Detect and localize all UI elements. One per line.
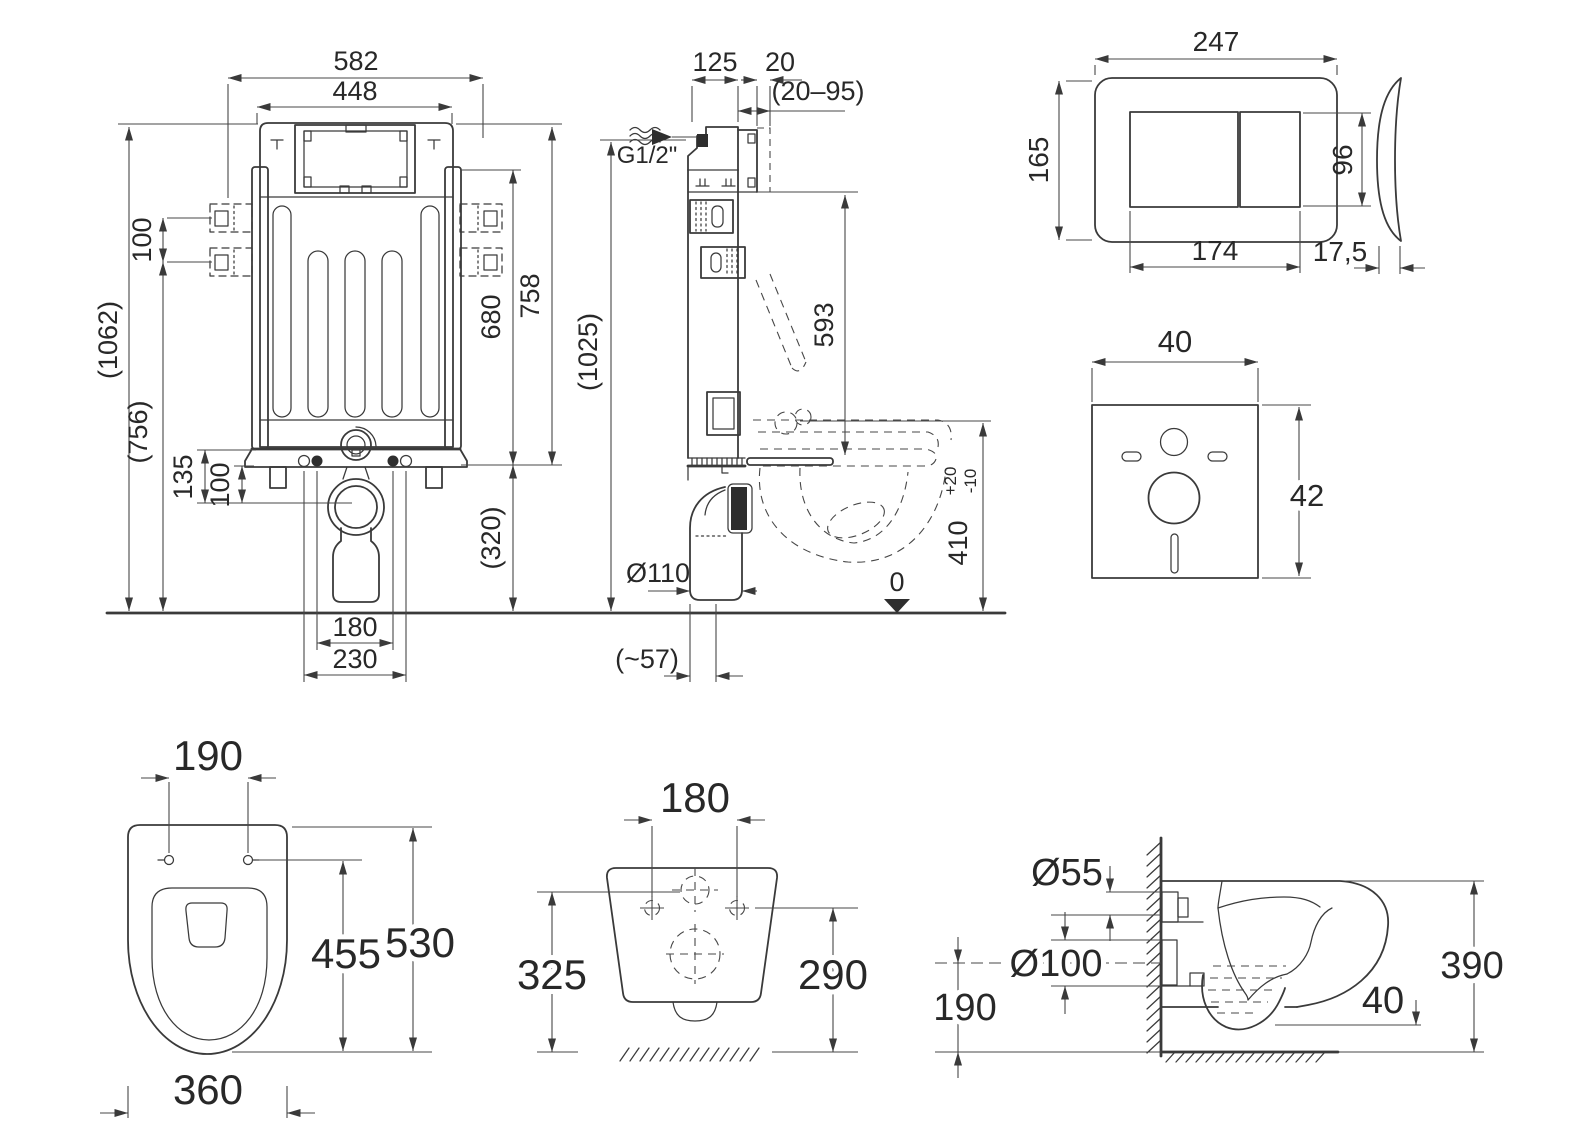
dim-front-100: 100: [205, 462, 235, 507]
flush-button-small: [1239, 111, 1301, 208]
dim-side-height-1025: (1025): [573, 313, 603, 391]
dim-side-zero: 0: [889, 567, 904, 597]
dim-bowl-hole-spacing-190: 190: [173, 732, 243, 779]
dim-front-680: 680: [476, 294, 506, 339]
dim-front-320: (320): [476, 506, 506, 569]
dim-bowl-455: 455: [311, 930, 381, 977]
dim-side-drain-diameter: Ø110: [626, 558, 690, 588]
dim-side-593: 593: [809, 302, 839, 347]
dim-side-bowl-outlet-height: 190: [933, 987, 996, 1029]
dim-back-height-290: 290: [798, 951, 868, 998]
dim-side-bowl-40: 40: [1362, 980, 1404, 1022]
flush-button-large: [1129, 111, 1239, 208]
cistern-side-view: 125 20 (20–95) G1/2" (1025) 593 Ø110 (~5…: [573, 47, 991, 682]
bowl-top-view: 190 455 530 360: [100, 732, 460, 1118]
dim-bowl-length-530: 530: [385, 919, 455, 966]
dim-side-20: 20: [765, 47, 795, 77]
flush-plate-profile: [1376, 77, 1402, 242]
dim-side-bowl-height-390: 390: [1440, 945, 1503, 987]
dim-front-758: 758: [515, 273, 545, 318]
dim-front-drain-230: 230: [332, 644, 377, 674]
dim-plate-height: 165: [1023, 137, 1054, 184]
dim-front-overall-width: 582: [333, 46, 378, 76]
dim-side-depth-125: 125: [692, 47, 737, 77]
label-water-inlet-thread: G1/2": [617, 142, 678, 169]
sound-insulation-pad-view: 40 42: [1091, 324, 1329, 579]
zero-level-marker: [884, 599, 910, 613]
dim-side-wall-range: (20–95): [771, 76, 864, 106]
dim-plate-button-height: 96: [1327, 144, 1358, 175]
dim-side-57: (~57): [615, 644, 679, 674]
dim-pad-height: 42: [1290, 478, 1324, 513]
dim-bowl-width-360: 360: [173, 1066, 243, 1113]
dim-front-drain-180: 180: [332, 612, 377, 642]
dim-back-height-325: 325: [517, 951, 587, 998]
bowl-side-view: Ø55 Ø100 190 390 40: [928, 836, 1509, 1078]
flush-plate-view: 247 165 96 174 17,5: [1023, 26, 1425, 274]
dim-plate-thickness: 17,5: [1313, 236, 1368, 267]
dim-front-inner-width: 448: [332, 76, 377, 106]
dim-front-total-height: (1062): [93, 301, 123, 379]
dim-side-bowl-inlet-diameter: Ø55: [1031, 852, 1103, 894]
dim-side-bowl-outlet-diameter: Ø100: [1010, 943, 1103, 985]
dim-side-seat-height: 410: [943, 520, 973, 565]
dim-side-tolerance-plus: +20: [941, 467, 960, 496]
dim-front-135: 135: [168, 454, 198, 499]
dim-back-hole-spacing-180: 180: [660, 774, 730, 821]
cistern-front-view: 582 448 100 (1062) (756) 135 100 680 758…: [93, 46, 562, 682]
dim-side-tolerance-minus: -10: [961, 469, 980, 494]
dim-plate-width: 247: [1193, 26, 1240, 57]
dim-front-bracket-height: (756): [123, 400, 153, 463]
dim-pad-width: 40: [1158, 324, 1192, 359]
dim-front-bracket-spacing: 100: [127, 217, 157, 262]
bowl-back-view: 180 325 290: [512, 774, 873, 1062]
dim-plate-button-width: 174: [1192, 235, 1239, 266]
